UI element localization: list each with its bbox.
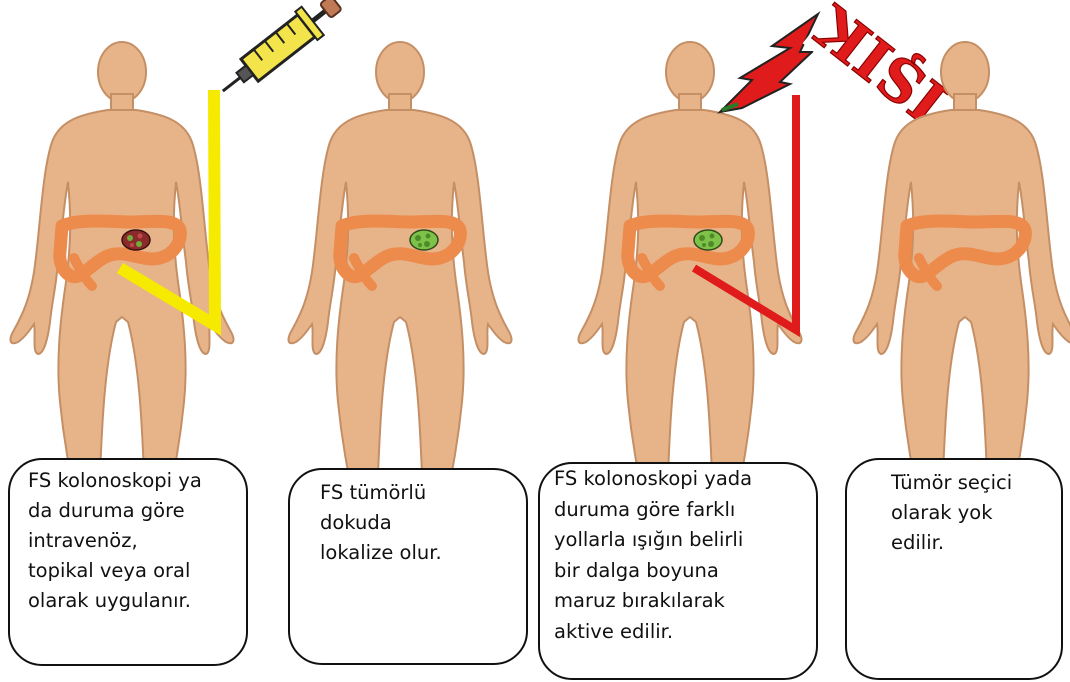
human-figure-icon (289, 42, 512, 518)
step-2-textbox: FS tümörlü dokuda lokalize olur. (288, 468, 528, 665)
step-1-line: olarak uygulanır. (28, 586, 246, 616)
tumor-icon (694, 230, 722, 250)
step-3-line: bir dalga boyuna (554, 556, 816, 587)
step-3-line: duruma göre farklı (554, 495, 816, 526)
step-1-line: intravenöz, (28, 526, 246, 556)
lightning-icon (720, 14, 818, 112)
tumor-icon (410, 230, 438, 250)
step-3-line: FS kolonoskopi yada (554, 464, 816, 495)
step-1-line: da duruma göre (28, 496, 246, 526)
step-3-line: maruz bırakılarak (554, 586, 816, 617)
tumor-icon (122, 230, 150, 250)
step-2-line: FS tümörlü (320, 478, 526, 508)
step-1-textbox: FS kolonoskopi ya da duruma göre intrave… (8, 458, 248, 666)
step-2-line: dokuda (320, 508, 526, 538)
human-figure-icon (11, 42, 234, 518)
syringe-icon (212, 0, 348, 105)
step-3-line: yollarla ışığın belirli (554, 525, 816, 556)
step-2-line: lokalize olur. (320, 538, 526, 568)
step-3-line: aktive edilir. (554, 617, 816, 648)
step-4-textbox: Tümör seçici olarak yok edilir. (845, 458, 1063, 680)
step-3-textbox: FS kolonoskopi yada duruma göre farklı y… (538, 462, 818, 680)
step-4-line: Tümör seçici (891, 468, 1061, 498)
step-1-line: FS kolonoskopi ya (28, 466, 246, 496)
step-4-line: olarak yok (891, 498, 1061, 528)
human-figure-icon (854, 42, 1070, 518)
step-1-line: topikal veya oral (28, 556, 246, 586)
step-4-line: edilir. (891, 528, 1061, 558)
human-figure-icon (579, 42, 802, 518)
